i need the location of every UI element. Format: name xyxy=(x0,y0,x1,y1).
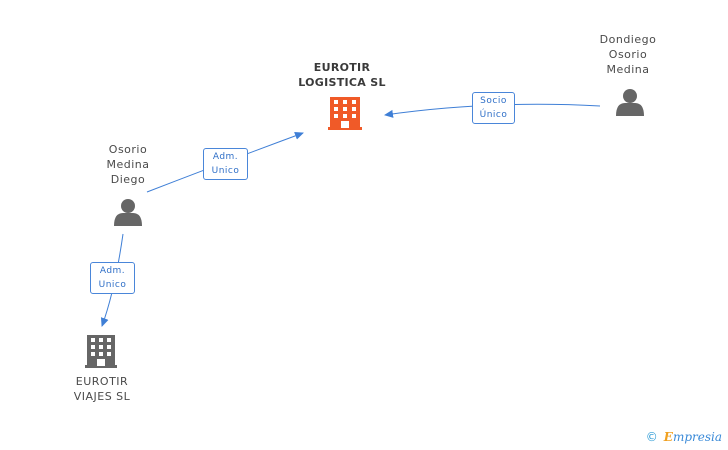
node-label-viajes-company[interactable]: EUROTIR VIAJES SL xyxy=(73,375,131,403)
brand-footer: © Empresia xyxy=(646,430,722,444)
edge-label-osorio-to-main: Adm. Unico xyxy=(203,148,248,180)
copyright-symbol: © xyxy=(645,430,658,444)
node-label-dondiego[interactable]: Dondiego Osorio Medina xyxy=(599,33,657,76)
building-icon[interactable] xyxy=(85,335,117,368)
brand-name: mpresia xyxy=(672,430,722,444)
person-icon[interactable] xyxy=(114,199,142,226)
brand-initial: E xyxy=(663,430,673,444)
building-icon[interactable] xyxy=(328,97,362,130)
node-label-main-company[interactable]: EUROTIR LOGISTICA SL xyxy=(298,61,386,89)
person-icon[interactable] xyxy=(616,89,644,116)
edge-label-dondiego-to-main: Socio Único xyxy=(472,92,515,124)
edge-label-osorio-to-viajes: Adm. Unico xyxy=(90,262,135,294)
node-label-osorio[interactable]: Osorio Medina Diego xyxy=(106,143,150,186)
